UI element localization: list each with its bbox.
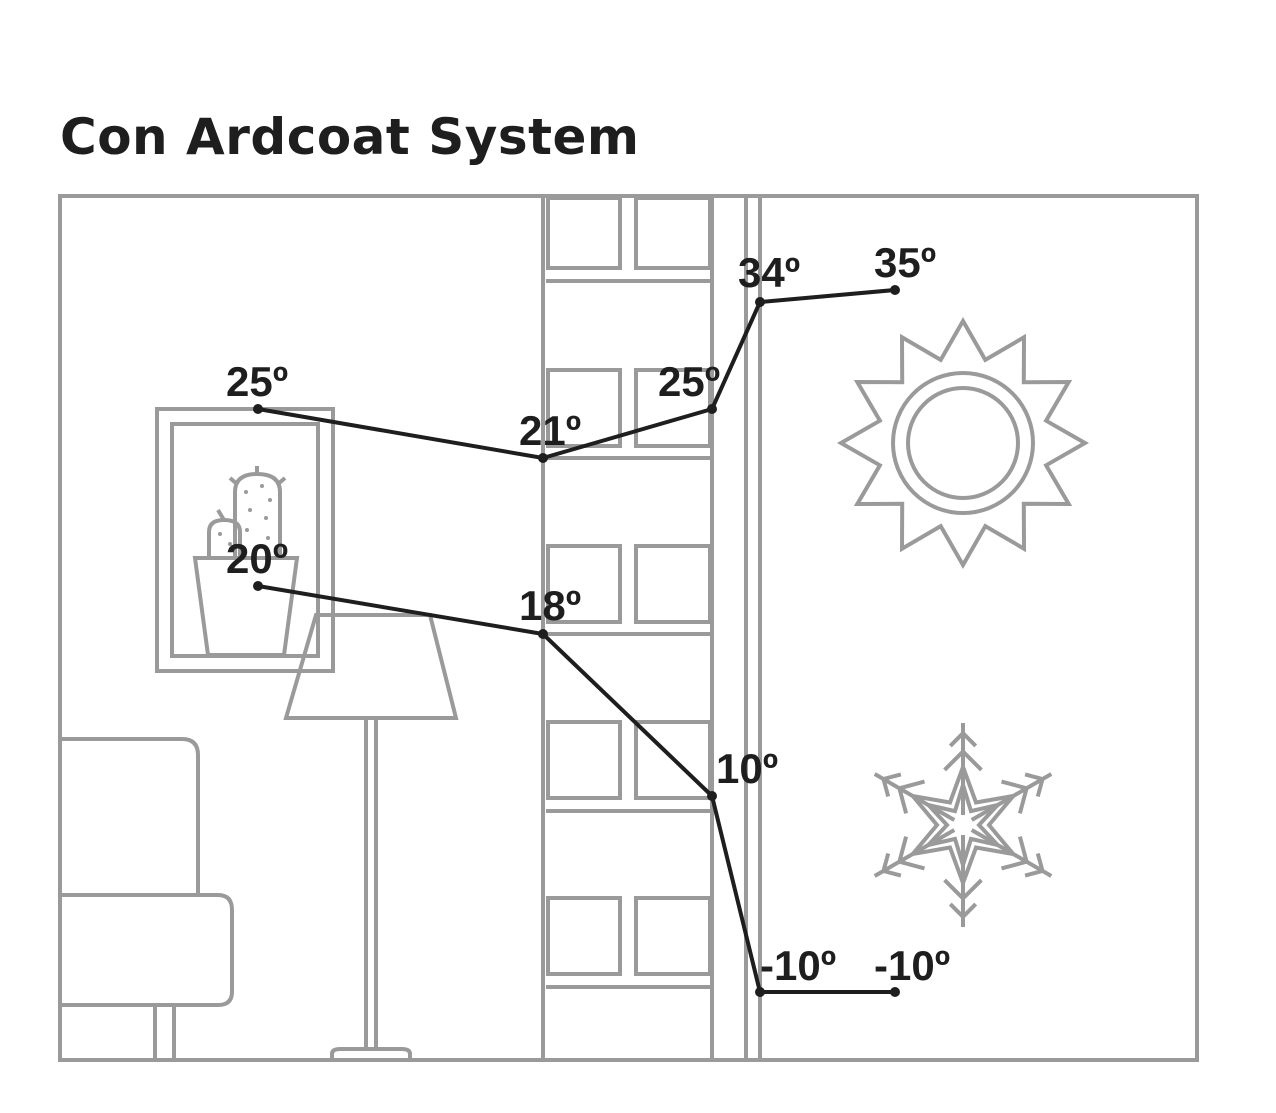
brick-wall-icon — [541, 196, 714, 1060]
summer-point-coating — [755, 297, 765, 307]
winter-label-wall-inner: 18º — [519, 582, 581, 629]
winter-label-coating: -10º — [760, 942, 836, 989]
diagram-frame — [58, 194, 1199, 1062]
summer-label-wall-outer: 25º — [658, 358, 720, 405]
winter-label-outdoor: -10º — [874, 942, 950, 989]
summer-label-indoor: 25º — [226, 358, 288, 405]
page-title: Con Ardcoat System — [60, 108, 640, 166]
summer-point-wall-outer — [707, 404, 717, 414]
sun-icon — [836, 316, 1090, 570]
winter-temperature-profile: 20º 18º 10º -10º -10º — [226, 535, 950, 997]
snowflake-icon — [873, 723, 1053, 927]
winter-label-wall-outer: 10º — [716, 745, 778, 792]
winter-label-indoor: 20º — [226, 535, 288, 582]
summer-point-outdoor — [890, 285, 900, 295]
armchair-icon — [60, 737, 234, 1060]
winter-profile-line — [257, 584, 895, 994]
summer-label-coating: 34º — [738, 249, 800, 296]
cactus-icon — [192, 466, 300, 657]
summer-temperature-profile: 25º 21º 25º 34º 35º — [226, 239, 936, 463]
winter-point-coating — [755, 987, 765, 997]
winter-point-outdoor — [890, 987, 900, 997]
summer-point-wall-inner — [538, 453, 548, 463]
lamp-icon — [283, 613, 459, 1060]
coating-layer — [744, 196, 762, 1060]
winter-point-wall-outer — [707, 791, 717, 801]
winter-point-wall-inner — [538, 629, 548, 639]
summer-label-wall-inner: 21º — [519, 407, 581, 454]
summer-label-outdoor: 35º — [874, 239, 936, 286]
summer-point-indoor — [253, 404, 263, 414]
winter-point-indoor — [253, 581, 263, 591]
